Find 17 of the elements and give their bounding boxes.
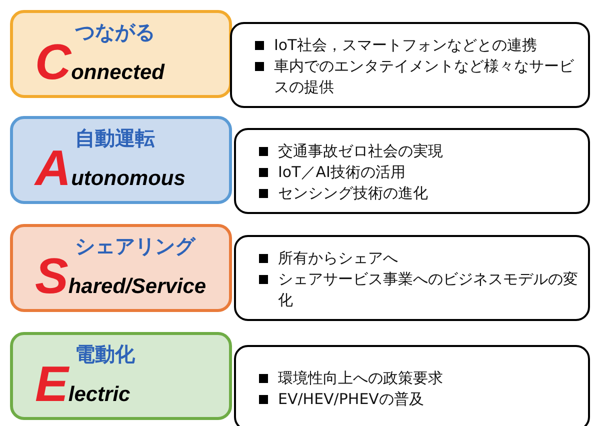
bullet-text: 車内でのエンタテイメントなど様々なサービスの提供 [274, 56, 574, 96]
category-band [10, 224, 232, 312]
bullet-text: 環境性向上への政策要求 [278, 369, 443, 387]
bullet-text: EV/HEV/PHEVの普及 [278, 390, 424, 408]
bullet-text: センシング技術の進化 [278, 184, 428, 202]
category-band [10, 10, 232, 98]
bullet-text: IoT／AI技術の活用 [278, 162, 406, 180]
category-band [10, 332, 232, 420]
bullet-text: 所有からシェアへ [278, 248, 398, 266]
description-card [230, 22, 590, 108]
description-card [234, 345, 590, 426]
bullet-text: シェアサービス事業へのビジネスモデルの変化 [278, 270, 578, 308]
bullet-text: 交通事故ゼロ社会の実現 [278, 142, 443, 160]
description-card [234, 235, 590, 321]
category-band [10, 116, 232, 204]
bullet-text: IoT社会，スマートフォンなどとの連携 [274, 36, 537, 54]
description-card [234, 128, 590, 214]
